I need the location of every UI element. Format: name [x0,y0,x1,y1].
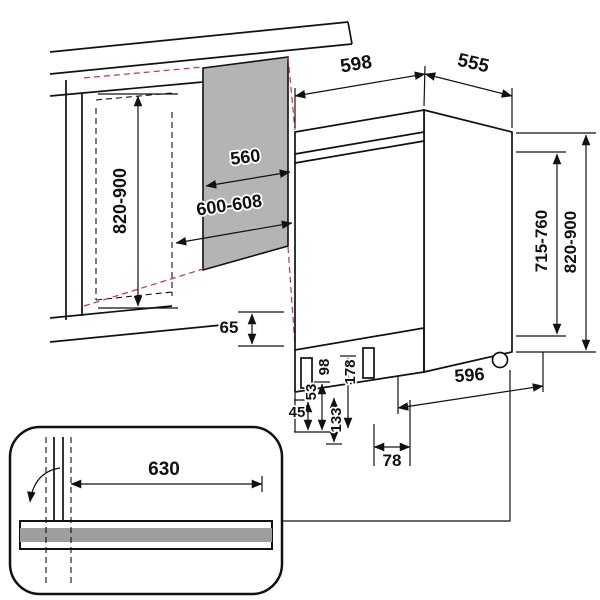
door-height-label: 715-760 [532,210,551,272]
foot-53-label: 53 [303,384,320,401]
rear-wheel [491,351,509,369]
dim-rear-offset: 78 [373,400,411,472]
appliance-depth-label: 555 [455,50,491,78]
control-panel-line [294,140,425,164]
plinth-width-label: 630 [148,459,180,480]
dim-clearance: 65 [218,311,284,347]
foot-178-label: 178 [342,359,359,384]
dishwasher [294,108,513,393]
dim-niche-depth: 560 [205,144,291,189]
appliance-width-label: 598 [339,52,374,78]
dishwasher-front-face [294,108,425,352]
inset-callout-line [282,370,511,522]
worktop [49,21,353,97]
pivot-arrow [27,467,61,503]
dim-niche-height: 820-900 [98,93,178,309]
projection-lines [83,56,296,347]
door-top-line [294,131,425,155]
niche-height-label: 820-900 [110,168,130,234]
plinth-detail-inset: 630 [8,425,284,596]
niche-depth-label: 560 [229,145,261,169]
front-right-foot [362,347,375,379]
foot-45-label: 45 [289,404,306,421]
dishwasher-side-face [423,108,513,374]
foot-133-label: 133 [328,407,345,432]
dim-base-depth: 596 [397,352,544,414]
cabinet-niche [49,80,233,343]
plinth-board-core [20,528,272,542]
dim-feet-cluster: 45 53 98 133 178 [287,355,361,445]
dim-appliance-depth: 555 [424,48,513,128]
appliance-height-label: 820-900 [561,211,580,273]
foot-98-label: 98 [316,359,333,376]
dim-door-height: 715-760 [516,151,566,337]
front-left-foot [300,357,313,389]
dim-appliance-height: 820-900 [516,132,596,353]
base-depth-label: 596 [454,364,486,387]
clearance-label: 65 [220,318,239,337]
niche-back-panel [202,56,289,272]
inset-border [8,425,284,596]
rear-offset-label: 78 [383,451,402,470]
